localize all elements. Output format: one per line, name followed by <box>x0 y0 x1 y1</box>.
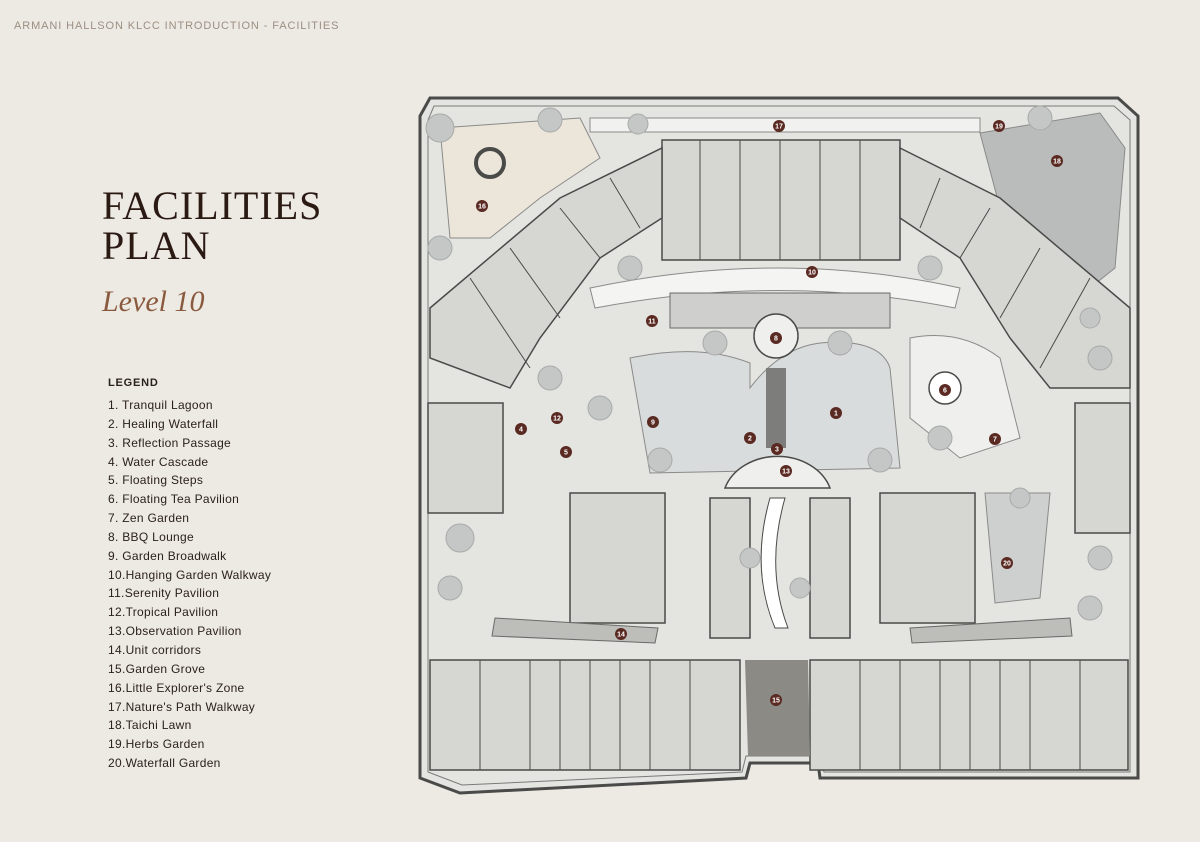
svg-text:14: 14 <box>617 632 625 639</box>
bottom-units-left <box>429 659 741 771</box>
top-unit-block <box>661 139 901 261</box>
svg-text:3: 3 <box>775 447 779 454</box>
marker-4: 4 <box>515 423 527 435</box>
legend-item: 6. Floating Tea Pavilion <box>108 492 240 507</box>
legend-item: 17.Nature's Path Walkway <box>108 699 256 714</box>
reflection-passage <box>766 368 786 448</box>
marker-8: 8 <box>770 332 782 344</box>
legend-item: 18.Taichi Lawn <box>108 718 192 733</box>
legend-item: 20.Waterfall Garden <box>108 756 221 771</box>
lower-right-cores <box>809 497 851 639</box>
svg-text:1: 1 <box>834 411 838 418</box>
right-wing-dividers <box>919 177 1091 369</box>
legend-item: 3. Reflection Passage <box>108 435 232 450</box>
legend-item: 1. Tranquil Lagoon <box>108 398 213 412</box>
svg-text:10: 10 <box>808 270 816 277</box>
trees <box>425 105 1113 621</box>
top-unit-dividers <box>699 140 861 260</box>
marker-2: 2 <box>744 432 756 444</box>
marker-14: 14 <box>615 628 627 640</box>
legend-title: LEGEND <box>108 377 159 389</box>
marker-20: 20 <box>1001 557 1013 569</box>
svg-text:17: 17 <box>775 124 783 131</box>
bottom-units-right <box>809 659 1129 771</box>
left-wing-dividers <box>469 177 641 369</box>
svg-text:15: 15 <box>772 698 780 705</box>
marker-16: 16 <box>476 200 488 212</box>
central-stair <box>760 497 789 629</box>
svg-text:16: 16 <box>478 204 486 211</box>
floor-plan-drawing: 1 2 3 4 5 6 7 8 9 10 11 12 13 14 15 16 1… <box>418 96 1140 795</box>
svg-text:8: 8 <box>774 336 778 343</box>
lower-left-cores <box>709 497 751 639</box>
svg-text:11: 11 <box>648 319 656 326</box>
title-line-1: FACILITIES <box>102 183 323 228</box>
legend-item: 13.Observation Pavilion <box>108 624 242 639</box>
marker-13: 13 <box>780 465 792 477</box>
svg-text:9: 9 <box>651 420 655 427</box>
marker-3: 3 <box>771 443 783 455</box>
page-title: FACILITIES PLAN <box>102 186 322 266</box>
marker-1: 1 <box>830 407 842 419</box>
legend-item: 12.Tropical Pavilion <box>108 605 219 620</box>
play-spiral <box>474 147 506 179</box>
left-utility-block <box>427 402 504 514</box>
marker-15: 15 <box>770 694 782 706</box>
legend-item: 9. Garden Broadwalk <box>108 548 227 563</box>
header-breadcrumb: ARMANI HALLSON KLCC INTRODUCTION - FACIL… <box>14 20 340 32</box>
lower-left-units <box>569 492 666 624</box>
natures-path-walkway <box>589 117 981 133</box>
svg-text:5: 5 <box>564 450 568 457</box>
observation-pavilion <box>723 455 832 489</box>
marker-7: 7 <box>989 433 1001 445</box>
marker-9: 9 <box>647 416 659 428</box>
svg-text:6: 6 <box>943 388 947 395</box>
legend-item: 8. BBQ Lounge <box>108 529 194 544</box>
svg-text:7: 7 <box>993 437 997 444</box>
svg-text:13: 13 <box>782 469 790 476</box>
svg-text:12: 12 <box>553 416 561 423</box>
marker-11: 11 <box>646 315 658 327</box>
legend-item: 14.Unit corridors <box>108 642 202 657</box>
unit-corridor-right <box>909 617 1073 644</box>
svg-text:19: 19 <box>995 124 1003 131</box>
right-wing-block <box>899 146 1131 389</box>
marker-5: 5 <box>560 446 572 458</box>
svg-text:2: 2 <box>748 436 752 443</box>
legend-item: 5. Floating Steps <box>108 473 204 488</box>
svg-text:4: 4 <box>519 427 523 434</box>
svg-text:20: 20 <box>1003 561 1011 568</box>
bottom-unit-dividers <box>479 660 1081 770</box>
markers: 1 2 3 4 5 6 7 8 9 10 11 12 13 14 15 16 1… <box>476 120 1063 706</box>
floor-plan: 1 2 3 4 5 6 7 8 9 10 11 12 13 14 15 16 1… <box>400 88 1160 808</box>
legend-item: 2. Healing Waterfall <box>108 416 219 431</box>
waterfall-garden <box>984 492 1051 604</box>
lower-right-units <box>879 492 976 624</box>
legend-item: 11.Serenity Pavilion <box>108 586 220 601</box>
legend-item: 15.Garden Grove <box>108 661 206 676</box>
legend-item: 19.Herbs Garden <box>108 737 205 752</box>
marker-18: 18 <box>1051 155 1063 167</box>
legend-item: 10.Hanging Garden Walkway <box>108 567 272 582</box>
marker-12: 12 <box>551 412 563 424</box>
marker-17: 17 <box>773 120 785 132</box>
right-utility-block <box>1074 402 1131 534</box>
marker-10: 10 <box>806 266 818 278</box>
title-line-2: PLAN <box>102 223 211 268</box>
legend-item: 16.Little Explorer's Zone <box>108 680 245 695</box>
svg-text:18: 18 <box>1053 159 1061 166</box>
level-subtitle: Level 10 <box>102 285 205 318</box>
legend-item: 4. Water Cascade <box>108 454 209 469</box>
legend-list: 1. Tranquil Lagoon 2. Healing Waterfall … <box>108 396 271 773</box>
legend-item: 7. Zen Garden <box>108 511 190 526</box>
garden-grove <box>745 660 810 756</box>
marker-6: 6 <box>939 384 951 396</box>
marker-19: 19 <box>993 120 1005 132</box>
